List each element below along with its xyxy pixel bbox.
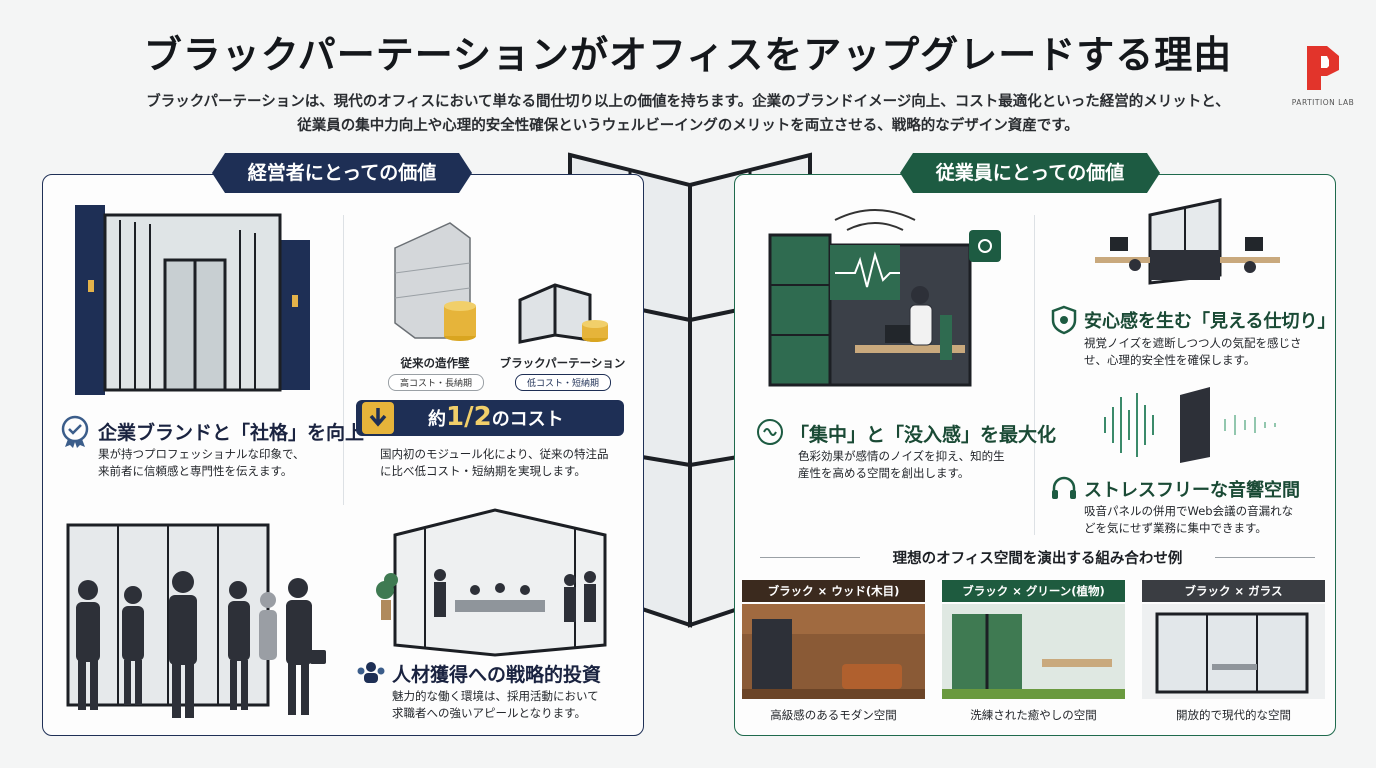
logo: PARTITION LAB xyxy=(1288,44,1358,107)
acoustic-panel-illustration xyxy=(1104,387,1276,463)
safety-body-1: 視覚ノイズを遮断しつつ人の気配を感じさ xyxy=(1084,336,1302,350)
traditional-wall-label: 従来の造作壁 xyxy=(400,356,470,370)
partition-lab-logo-icon xyxy=(1307,46,1339,90)
cost-body-2: に比べ低コスト・短納期を実現します。 xyxy=(380,464,586,478)
eye-scan-icon xyxy=(969,230,1001,262)
focus-body-1: 色彩効果が感情のノイズを抑え、知的生 xyxy=(798,449,1005,463)
combo-image-glass xyxy=(1142,604,1325,699)
people-group-icon xyxy=(357,662,385,683)
award-badge-icon xyxy=(61,415,89,448)
traditional-wall-illustration xyxy=(394,222,476,341)
subtitle-line-1: ブラックパーテーションは、現代のオフィスにおいて単なる間仕切り以上の価値を持ちま… xyxy=(146,94,1230,110)
safety-body-2: せ、心理的安全性を確保します。 xyxy=(1084,353,1256,367)
acoustic-body-1: 吸音パネルの併用でWeb会議の音漏れな xyxy=(1084,504,1294,518)
shield-eye-icon xyxy=(1051,305,1077,335)
focus-heading: 「集中」と「没入感」を最大化 xyxy=(790,424,1057,446)
employee-value-banner: 従業員にとっての価値 xyxy=(900,153,1160,193)
combo-caption-glass: 開放的で現代的な空間 xyxy=(1176,708,1291,722)
talent-heading: 人材獲得への戦略的投資 xyxy=(392,664,602,686)
acoustic-heading: ストレスフリーな音響空間 xyxy=(1084,480,1300,501)
safety-heading: 安心感を生む「見える仕切り」 xyxy=(1084,311,1336,332)
black-partition-illustration xyxy=(518,283,608,344)
focus-booth-illustration xyxy=(768,209,1001,387)
talent-body-2: 求職者への強いアピールとなります。 xyxy=(392,706,587,720)
headphones-icon xyxy=(1052,476,1076,499)
brand-body-1: 果が持つプロフェッショナルな印象で、 xyxy=(98,447,305,461)
combo-label-green: ブラック × グリーン(植物) xyxy=(942,580,1125,602)
cost-body-1: 国内初のモジュール化により、従来の特注品 xyxy=(380,447,609,461)
divider xyxy=(1215,557,1315,558)
combo-image-green xyxy=(942,604,1125,699)
traditional-wall-pill: 高コスト・長納期 xyxy=(388,374,484,391)
combo-image-wood xyxy=(742,604,925,699)
half-cost-banner: 約1/2のコスト xyxy=(356,400,624,436)
page-title: ブラックパーテーションがオフィスをアップグレードする理由 xyxy=(143,33,1233,77)
brand-heading: 企業ブランドと「社格」を向上 xyxy=(98,422,365,444)
acoustic-body-2: どを気にせず業務に集中できます。 xyxy=(1084,521,1267,535)
black-partition-pill: 低コスト・短納期 xyxy=(515,374,611,391)
divider xyxy=(760,557,860,558)
office-entrance-illustration xyxy=(75,205,310,395)
open-desk-partition-illustration xyxy=(1095,198,1280,285)
divider xyxy=(1034,215,1035,535)
half-cost-prefix: 約 xyxy=(428,409,446,430)
half-cost-suffix: のコスト xyxy=(491,409,564,430)
brain-focus-icon xyxy=(757,419,783,445)
talent-body-1: 魅力的な働く環境は、採用活動において xyxy=(392,689,599,703)
business-people-illustration xyxy=(66,523,326,718)
combo-caption-green: 洗練された癒やしの空間 xyxy=(970,708,1097,722)
black-partition-label: ブラックパーテーション xyxy=(499,356,626,370)
focus-body-2: 産性を高める空間を創出します。 xyxy=(798,466,970,480)
brand-body-2: 来前者に信頼感と専門性を伝えます。 xyxy=(98,464,293,478)
glass-meeting-room-illustration xyxy=(376,508,607,657)
half-cost-fraction: 1/2 xyxy=(446,402,492,432)
combo-label-glass: ブラック × ガラス xyxy=(1142,580,1325,602)
executive-value-banner: 経営者にとっての価値 xyxy=(212,153,472,193)
subtitle-line-2: 従業員の集中力向上や心理的安全性確保というウェルビーイングのメリットを両立させる… xyxy=(297,118,1079,134)
combo-caption-wood: 高級感のあるモダン空間 xyxy=(770,708,897,722)
down-arrow-icon xyxy=(362,402,394,434)
combos-title: 理想のオフィス空間を演出する組み合わせ例 xyxy=(892,551,1183,567)
logo-text: PARTITION LAB xyxy=(1291,98,1355,107)
divider xyxy=(343,215,344,505)
combo-label-wood: ブラック × ウッド(木目) xyxy=(742,580,925,602)
